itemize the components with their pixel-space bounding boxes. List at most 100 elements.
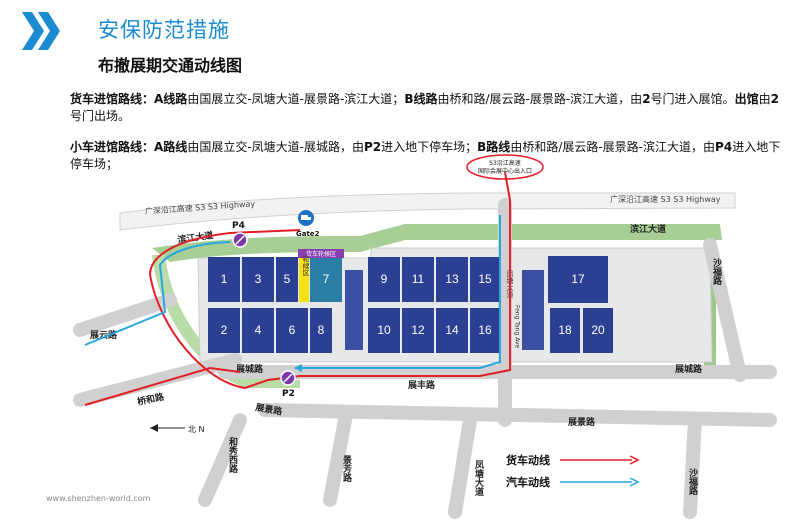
hall-13: [436, 257, 468, 302]
hall-14: [436, 308, 468, 353]
hall-16-label: 16: [478, 323, 492, 337]
hall-16: [470, 308, 500, 353]
green-belt: [152, 224, 722, 262]
legend-car-label: 汽车动线: [506, 476, 550, 489]
truck-icon: [298, 210, 314, 226]
north-label: 北 N: [188, 425, 205, 434]
road-zhanfeng: 展丰路: [408, 379, 436, 391]
road-zhanyun: 展云路: [90, 329, 118, 341]
car-route-b-end: 进入地下停车场；: [70, 140, 781, 171]
truck-wait-zone-label: 货车轮候区: [306, 250, 336, 258]
s3-exit-box: [466, 154, 544, 180]
section-title: 安保防范措施: [98, 18, 230, 42]
hall-18: [550, 308, 580, 353]
road-zhancheng-right: 展城路: [675, 363, 703, 375]
road-zhancheng-left: 展城路: [236, 363, 264, 375]
hall-1: [208, 257, 240, 302]
hall-labels: 1 3 5 7 9 11 13 15 17 2 4 6 8 10 12 14 1…: [221, 272, 605, 337]
car-p2: P2: [363, 140, 382, 154]
car-route-a-label: A路线: [154, 140, 188, 154]
north-arrow-icon: [150, 424, 185, 432]
hall-6: [276, 308, 308, 353]
hall-15: [470, 257, 500, 302]
truck-route-heading: 货车进馆路线：: [70, 92, 155, 106]
car-p4: P4: [715, 140, 733, 154]
car-route-paragraph: 小车进馆路线：A路线由国展立交-凤塘大道-展城路，由P2进入地下停车场；B路线由…: [70, 139, 782, 173]
legend-truck-arrow-icon: [560, 455, 640, 465]
truck-gate-out: 2: [770, 92, 779, 106]
s3-exit-line2: 国际会展中心出入口: [478, 167, 532, 175]
road-hexiu: 和秀西路: [227, 436, 239, 474]
page-title: 布撤展期交通动线图: [98, 56, 243, 75]
hall-7: [310, 257, 342, 302]
double-chevron-icon: [22, 12, 60, 50]
truck-route-b-text: 由桥和路/展云路-展景路-滨江大道，由: [437, 92, 643, 106]
hall-4: [242, 308, 274, 353]
hall-7-label: 7: [323, 272, 330, 286]
road-qiaohe: 桥和路: [136, 390, 166, 408]
truck-exit-label: 出馆: [734, 92, 759, 106]
hall-11: [402, 257, 434, 302]
road-shafu-right: 沙福路: [711, 258, 723, 286]
hall-3: [242, 257, 274, 302]
legend-truck-label: 货车动线: [506, 454, 550, 467]
truck-route-a-label: A线路: [154, 92, 188, 106]
hall-18-label: 18: [558, 323, 572, 337]
hall-20: [583, 308, 613, 353]
halls-top-row: [208, 256, 608, 303]
corridor: [345, 270, 363, 350]
hall-10-label: 10: [377, 323, 391, 337]
road-network: [73, 198, 777, 519]
hall-8: [310, 308, 332, 353]
hall-9: [368, 257, 400, 302]
truck-route-line: [148, 171, 511, 390]
hall-14-label: 14: [445, 323, 459, 337]
legend-car: 汽车动线: [506, 474, 646, 490]
hall-10: [368, 308, 400, 353]
hall-2: [208, 308, 240, 353]
highway-band: [119, 192, 736, 231]
hall-2-label: 2: [221, 323, 228, 337]
highway-label-right: 广深沿江高速 S3 S3 Highway: [610, 194, 721, 204]
truck-route-branch: [84, 366, 241, 406]
road-zhanjing-right: 展景路: [568, 416, 596, 428]
hall-17-label: 17: [571, 272, 585, 286]
hall-15-label: 15: [478, 272, 492, 286]
truck-exit-text: 号门出场。: [70, 109, 131, 123]
road-shafu-bottom: 沙福路: [687, 468, 699, 496]
truck-exit-mid: 由: [758, 92, 771, 106]
hall-8-label: 8: [318, 323, 325, 337]
car-route-heading: 小车进馆路线：: [70, 140, 155, 154]
hall-4-label: 4: [255, 323, 262, 337]
truck-waiting-bar: [298, 249, 344, 258]
waiting-area-label: 轮候区: [302, 255, 310, 277]
hall-5: [276, 257, 298, 302]
hall-12-label: 12: [411, 323, 425, 337]
p4-label: P4: [232, 221, 245, 231]
road-fengtang-en: Feng Tang Ave: [514, 305, 521, 349]
p2-marker: [280, 370, 296, 386]
road-binjiang-right: 滨江大道: [630, 223, 666, 235]
riverside-green: [152, 255, 300, 388]
s3-exit-line1: S3沿江高速: [489, 159, 521, 167]
hall-20-label: 20: [591, 323, 605, 337]
gate2-label: Gate2: [296, 230, 320, 238]
hall-11-label: 11: [412, 272, 425, 286]
hall-6-label: 6: [289, 323, 296, 337]
corridor: [522, 270, 544, 350]
road-jingfang: 景芳路: [341, 455, 352, 483]
car-route-a-text: 由国展立交-凤塘大道-展城路，由: [187, 140, 364, 154]
legend-car-arrow-icon: [560, 477, 640, 487]
hall-17: [548, 256, 608, 303]
hall-13-label: 13: [445, 272, 459, 286]
road-fengtang: 凤塘大道: [473, 460, 484, 497]
hall-1-label: 1: [221, 272, 228, 286]
truck-route-paragraph: 货车进馆路线：A线路由国展立交-凤塘大道-展景路-滨江大道；B线路由桥和路/展云…: [70, 91, 782, 125]
car-route-line: [294, 215, 501, 372]
hall-5-label: 5: [284, 272, 291, 286]
hall-12: [402, 308, 434, 353]
car-route-b-label: B路线: [477, 140, 511, 154]
footer-url: www.shenzhen-world.com: [46, 494, 151, 503]
truck-enter-text: 号门进入展馆。: [650, 92, 735, 106]
